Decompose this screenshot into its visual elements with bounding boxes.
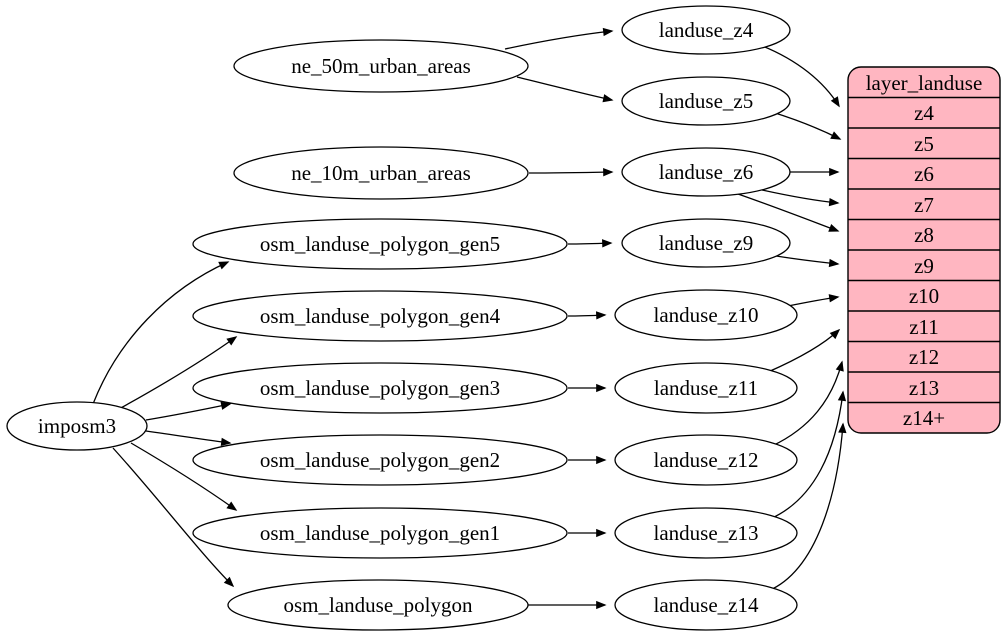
node-imposm3: imposm3 xyxy=(6,401,148,451)
landuse-z6-label: landuse_z6 xyxy=(659,160,753,184)
edge-imposm3-to-gen4 xyxy=(118,336,238,410)
landuse-z14-ellipse xyxy=(614,579,798,631)
imposm3-ellipse xyxy=(6,401,148,451)
node-osm-landuse-polygon-gen2: osm_landuse_polygon_gen2 xyxy=(192,434,568,486)
edge-landuse_z5-to-row-z5 xyxy=(771,111,842,140)
table-row-z4: z4 xyxy=(914,101,934,125)
landuse-z11-ellipse xyxy=(614,362,798,414)
edge-landuse_z12-to-row-z12 xyxy=(771,360,844,447)
table-row-z13: z13 xyxy=(909,376,939,400)
landuse-z10-label: landuse_z10 xyxy=(654,303,759,327)
ne-50m-urban-areas-label: ne_50m_urban_areas xyxy=(291,54,471,78)
osm-landuse-polygon-gen1-ellipse xyxy=(192,507,568,559)
node-ne-10m-urban-areas: ne_10m_urban_areas xyxy=(233,146,529,200)
landuse-z9-label: landuse_z9 xyxy=(659,231,753,255)
node-landuse-z13: landuse_z13 xyxy=(614,507,798,559)
edge-landuse_z10-to-row-z10 xyxy=(787,294,840,307)
ne-50m-urban-areas-ellipse xyxy=(233,39,529,93)
edge-imposm3-to-gen5 xyxy=(92,261,230,405)
node-osm-landuse-polygon-gen5: osm_landuse_polygon_gen5 xyxy=(192,218,568,270)
edge-ne50m-to-landuse_z4 xyxy=(504,27,614,50)
edge-imposm3-to-osm_landuse_polygon xyxy=(112,447,235,588)
node-osm-landuse-polygon-gen1: osm_landuse_polygon_gen1 xyxy=(192,507,568,559)
node-landuse-z4: landuse_z4 xyxy=(621,5,791,55)
edge-landuse_z13-to-row-z13 xyxy=(769,390,847,520)
ne-10m-urban-areas-label: ne_10m_urban_areas xyxy=(291,161,471,185)
table-row-z12: z12 xyxy=(909,345,939,369)
imposm3-label: imposm3 xyxy=(38,414,116,438)
osm-landuse-polygon-gen2-ellipse xyxy=(192,434,568,486)
table-row-z14plus: z14+ xyxy=(903,406,945,430)
edge-group xyxy=(92,27,847,610)
node-osm-landuse-polygon: osm_landuse_polygon xyxy=(227,579,529,631)
edge-landuse_z9-to-row-z9 xyxy=(769,254,840,268)
node-landuse-z5: landuse_z5 xyxy=(621,76,791,126)
osm-landuse-polygon-label: osm_landuse_polygon xyxy=(284,593,473,617)
landuse-z11-label: landuse_z11 xyxy=(654,376,758,400)
table-row-z6: z6 xyxy=(914,162,934,186)
ne-10m-urban-areas-ellipse xyxy=(233,146,529,200)
edge-landuse_z6-to-row-z7 xyxy=(761,189,840,207)
node-osm-landuse-polygon-gen3: osm_landuse_polygon_gen3 xyxy=(192,362,568,414)
osm-landuse-polygon-gen5-ellipse xyxy=(192,218,568,270)
node-landuse-z11: landuse_z11 xyxy=(614,362,798,414)
landuse-z10-ellipse xyxy=(614,289,798,341)
landuse-z5-label: landuse_z5 xyxy=(659,89,753,113)
landuse-z9-ellipse xyxy=(621,218,791,268)
table-row-z8: z8 xyxy=(914,223,934,247)
landuse-z12-ellipse xyxy=(614,434,798,486)
landuse-z6-ellipse xyxy=(621,147,791,197)
table-row-z10: z10 xyxy=(909,284,939,308)
table-row-z7: z7 xyxy=(914,193,934,217)
node-osm-landuse-polygon-gen4: osm_landuse_polygon_gen4 xyxy=(192,290,568,342)
osm-landuse-polygon-gen4-ellipse xyxy=(192,290,568,342)
edge-landuse_z14-to-row-z14plus xyxy=(767,422,847,592)
landuse-z12-label: landuse_z12 xyxy=(654,448,759,472)
edge-imposm3-to-gen1 xyxy=(130,442,238,511)
edge-gen5-to-landuse_z9 xyxy=(567,239,613,248)
edge-imposm3-to-gen3 xyxy=(145,401,232,421)
edge-landuse_z6-to-row-z8 xyxy=(737,193,840,232)
table-row-z9: z9 xyxy=(914,254,934,278)
node-landuse-z12: landuse_z12 xyxy=(614,434,798,486)
osm-landuse-polygon-gen3-ellipse xyxy=(192,362,568,414)
node-ne-50m-urban-areas: ne_50m_urban_areas xyxy=(233,39,529,93)
osm-landuse-polygon-ellipse xyxy=(227,579,529,631)
landuse-z13-label: landuse_z13 xyxy=(654,521,759,545)
osm-landuse-polygon-gen2-label: osm_landuse_polygon_gen2 xyxy=(260,448,500,472)
landuse-z4-label: landuse_z4 xyxy=(659,18,754,42)
edge-landuse_z11-to-row-z11 xyxy=(767,328,841,373)
edge-landuse_z4-to-row-z4 xyxy=(759,44,840,108)
edge-ne50m-to-landuse_z5 xyxy=(516,76,614,103)
osm-landuse-polygon-gen3-label: osm_landuse_polygon_gen3 xyxy=(260,376,500,400)
edge-gen4-to-landuse_z10 xyxy=(567,311,607,320)
node-landuse-z9: landuse_z9 xyxy=(621,218,791,268)
osm-landuse-polygon-gen5-label: osm_landuse_polygon_gen5 xyxy=(260,232,500,256)
table-row-z11: z11 xyxy=(909,315,939,339)
landuse-z13-ellipse xyxy=(614,507,798,559)
landuse-z5-ellipse xyxy=(621,76,791,126)
osm-landuse-polygon-gen1-label: osm_landuse_polygon_gen1 xyxy=(260,521,500,545)
node-landuse-z6: landuse_z6 xyxy=(621,147,791,197)
table-layer-landuse: layer_landuse z4 z5 z6 z7 z8 z9 z10 z11 … xyxy=(847,66,1001,434)
landuse-z4-ellipse xyxy=(621,5,791,55)
landuse-z14-label: landuse_z14 xyxy=(654,593,759,617)
table-title: layer_landuse xyxy=(866,71,983,95)
edge-ne10m-to-landuse_z6 xyxy=(528,168,614,177)
edge-imposm3-to-gen2 xyxy=(145,430,232,447)
node-landuse-z10: landuse_z10 xyxy=(614,289,798,341)
osm-landuse-polygon-gen4-label: osm_landuse_polygon_gen4 xyxy=(260,304,501,328)
node-landuse-z14: landuse_z14 xyxy=(614,579,798,631)
table-row-z5: z5 xyxy=(914,132,934,156)
